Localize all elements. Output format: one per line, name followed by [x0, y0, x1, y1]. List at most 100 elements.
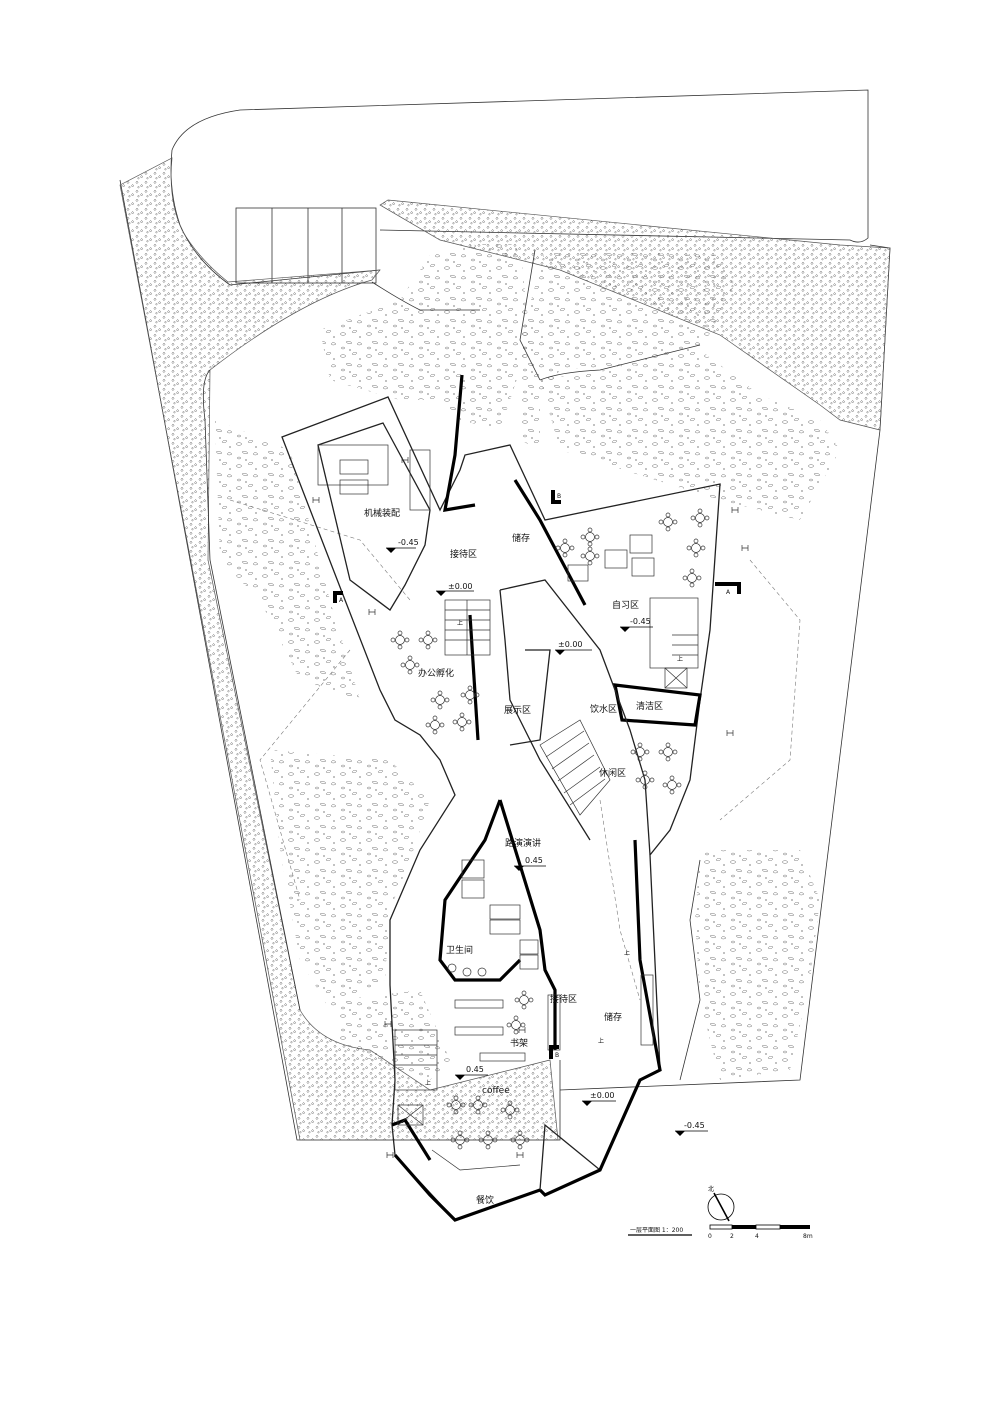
level-marker-4: ±0.00 — [555, 640, 592, 655]
level-marker-5: 0.45 — [514, 856, 546, 871]
round-table — [452, 712, 472, 732]
svg-text:A: A — [726, 589, 731, 596]
landscape-trees — [215, 243, 840, 1080]
label-coffee: coffee — [482, 1086, 510, 1096]
round-table — [500, 1100, 520, 1120]
round-table — [450, 1130, 470, 1150]
round-table — [400, 655, 420, 675]
drawing-title-text: 一层平面图 1：200 — [630, 1227, 683, 1234]
round-table — [425, 715, 445, 735]
round-table — [430, 690, 450, 710]
stair-up-markers: 上 上 上 上 上 — [425, 619, 683, 1087]
round-table — [662, 775, 682, 795]
svg-text:±0.00: ±0.00 — [590, 1091, 615, 1100]
h-symbol — [516, 1152, 524, 1158]
stair-coffee — [394, 1029, 438, 1126]
label-machine-assembly: 机械装配 — [364, 507, 400, 519]
svg-text:±0.00: ±0.00 — [558, 640, 583, 649]
round-table — [580, 527, 600, 547]
level-markers: -0.45 ±0.00 -0.45 ±0.00 0.45 0.45 — [386, 538, 708, 1136]
label-storage-bottom: 储存 — [604, 1011, 622, 1023]
stair-up-4: 上 — [598, 1037, 604, 1045]
h-symbol — [386, 1152, 394, 1158]
svg-text:-0.45: -0.45 — [630, 617, 651, 626]
svg-text:±0.00: ±0.00 — [448, 582, 473, 591]
scale-tick-0: 0 — [708, 1233, 712, 1240]
section-b-bottom: B — [549, 1045, 559, 1059]
h-symbol — [384, 1021, 392, 1027]
round-table — [468, 1095, 488, 1115]
label-dining: 餐饮 — [476, 1194, 494, 1206]
scale-bar: 0 2 4 8m — [708, 1224, 813, 1240]
scale-tick-3: 8m — [803, 1233, 813, 1240]
svg-text:0.45: 0.45 — [466, 1065, 484, 1074]
h-symbol — [401, 457, 409, 463]
bookshelves — [454, 999, 526, 1062]
label-bookshelf: 书架 — [510, 1038, 528, 1049]
stair-office — [444, 599, 491, 656]
round-table — [514, 990, 534, 1010]
round-table — [506, 1015, 526, 1035]
scale-tick-1: 2 — [730, 1233, 734, 1240]
round-table — [580, 546, 600, 566]
round-table — [510, 1130, 530, 1150]
stair-up-5: 上 — [624, 949, 630, 957]
level-marker-3: -0.45 — [620, 617, 653, 632]
svg-text:B: B — [557, 493, 561, 500]
roadshow-bleachers — [539, 719, 611, 816]
study-desks — [339, 459, 655, 582]
round-table — [390, 630, 410, 650]
door-symbols — [312, 457, 749, 1158]
section-markers: B B A A — [333, 490, 741, 1059]
h-symbol — [312, 497, 320, 503]
label-reception-top: 接待区 — [450, 548, 477, 560]
level-marker-7: ±0.00 — [582, 1091, 616, 1106]
h-symbol — [368, 609, 376, 615]
svg-text:B: B — [555, 1052, 559, 1059]
section-a-right: A — [715, 582, 741, 596]
label-leisure-area: 休闲区 — [599, 767, 626, 779]
room-labels: 机械装配 接待区 储存 自习区 办公孵化 展示区 饮水区 清洁区 休闲区 路演演… — [364, 507, 663, 1206]
label-exhibition: 展示区 — [504, 705, 531, 716]
label-office-incubation: 办公孵化 — [418, 667, 454, 679]
stair-up-1: 上 — [457, 619, 463, 627]
furniture-tables — [390, 508, 710, 1150]
svg-text:A: A — [339, 597, 344, 604]
level-marker-6: 0.45 — [455, 1065, 488, 1080]
label-storage-top: 储存 — [512, 532, 530, 544]
round-table — [686, 538, 706, 558]
round-table — [658, 742, 678, 762]
round-table — [658, 512, 678, 532]
label-cleaning-area: 清洁区 — [636, 700, 663, 712]
round-table — [478, 1130, 498, 1150]
h-symbol — [731, 507, 739, 513]
round-table — [630, 742, 650, 762]
h-symbol — [741, 545, 749, 551]
label-water-area: 饮水区 — [590, 703, 617, 715]
level-marker-8: -0.45 — [675, 1121, 708, 1136]
svg-text:-0.45: -0.45 — [684, 1121, 705, 1130]
stair-study — [649, 597, 699, 689]
round-table — [460, 685, 480, 705]
round-table — [682, 568, 702, 588]
north-arrow: 北 — [707, 1185, 735, 1222]
label-reception-bottom: 接待区 — [550, 993, 577, 1005]
round-table — [635, 770, 655, 790]
level-marker-2: ±0.00 — [436, 582, 474, 596]
h-symbol — [518, 1027, 526, 1033]
level-marker-1: -0.45 — [386, 538, 419, 553]
building — [281, 374, 721, 1222]
round-table — [418, 630, 438, 650]
restroom-fixtures — [447, 859, 539, 977]
label-roadshow: 路演演讲 — [505, 837, 541, 849]
drawing-title: 一层平面图 1：200 — [628, 1227, 692, 1236]
round-table — [446, 1095, 466, 1115]
stair-up-2: 上 — [677, 655, 683, 663]
label-study-area: 自习区 — [612, 599, 639, 611]
stair-up-3: 上 — [425, 1079, 431, 1087]
svg-text:0.45: 0.45 — [525, 856, 543, 865]
round-table — [690, 508, 710, 528]
svg-text:-0.45: -0.45 — [398, 538, 419, 547]
section-a-left: A — [333, 591, 344, 604]
